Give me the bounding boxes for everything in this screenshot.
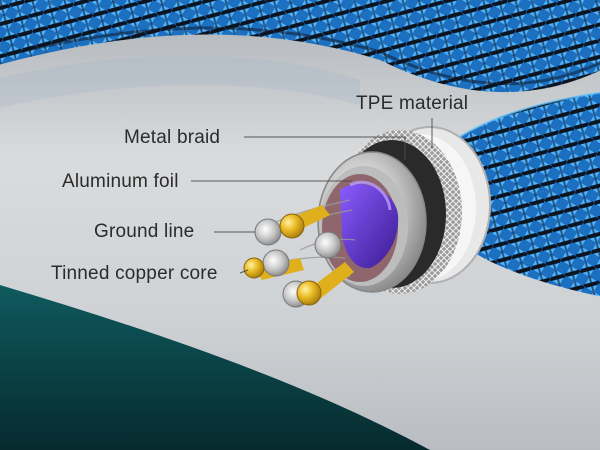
ground-line-label: Ground line — [94, 221, 195, 242]
tinned-copper-core-label: Tinned copper core — [51, 263, 218, 284]
leader-core — [239, 269, 249, 274]
leader-braid — [244, 136, 406, 160]
metal-braid-label: Metal braid — [124, 127, 221, 148]
aluminum-foil-label: Aluminum foil — [62, 171, 179, 192]
tpe-material-label: TPE material — [356, 93, 469, 114]
